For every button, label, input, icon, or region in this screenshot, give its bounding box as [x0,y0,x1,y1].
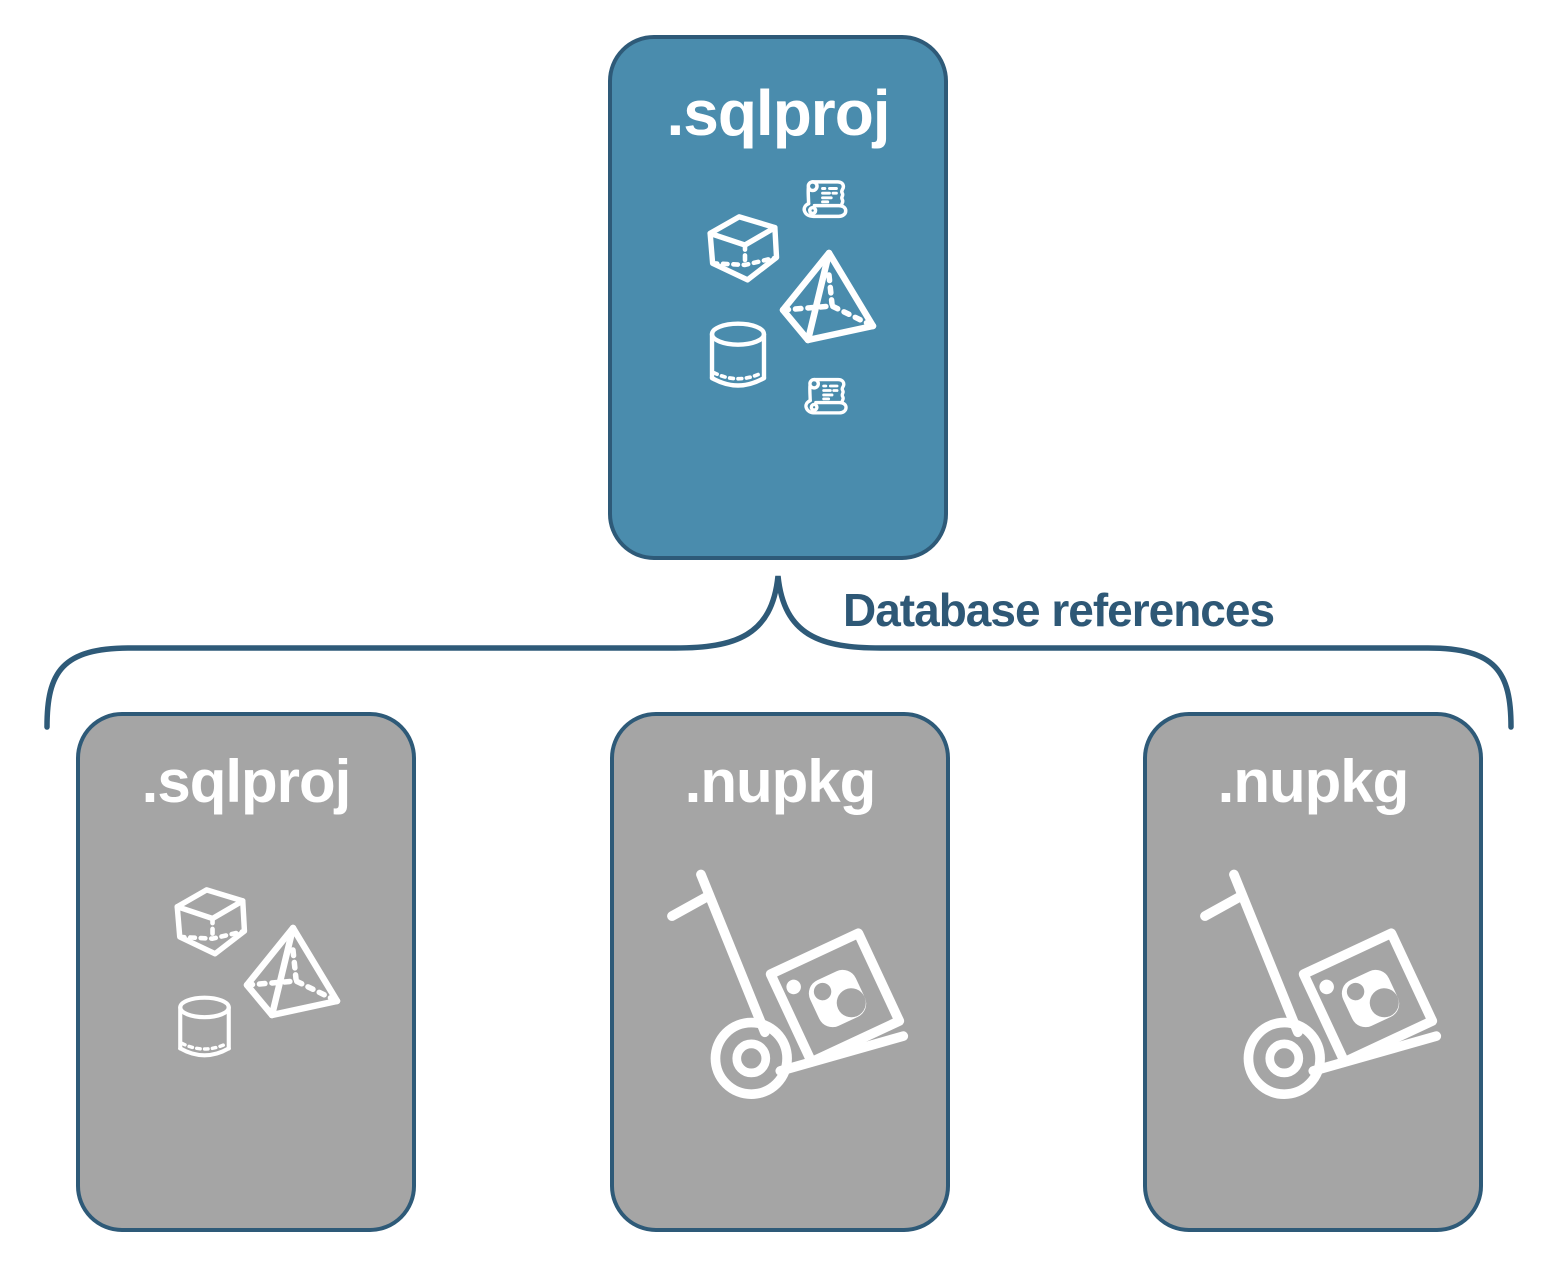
hand-truck-package-icon [1197,858,1449,1100]
node-child-title: .sqlproj [141,748,352,815]
node-child-nupkg-1: .nupkg [610,712,950,1232]
scroll-icon [799,372,855,428]
node-root-title: .sqlproj [666,77,890,149]
curly-brace-connector [44,575,1514,730]
node-child-sqlproj: .sqlproj [76,712,416,1232]
cube-icon [701,206,784,289]
node-root-sqlproj: .sqlproj [608,35,948,560]
pyramid-icon [776,247,878,347]
scroll-icon [797,174,855,232]
node-child-title: .nupkg [1217,748,1410,815]
connector-label: Database references [843,584,1275,636]
cylinder-icon [173,994,236,1070]
hand-truck-package-icon [664,858,916,1100]
node-child-nupkg-2: .nupkg [1143,712,1483,1232]
pyramid-icon [240,922,342,1022]
cylinder-icon [704,320,772,401]
curly-brace-path [44,575,1514,730]
node-child-title: .nupkg [684,748,877,815]
